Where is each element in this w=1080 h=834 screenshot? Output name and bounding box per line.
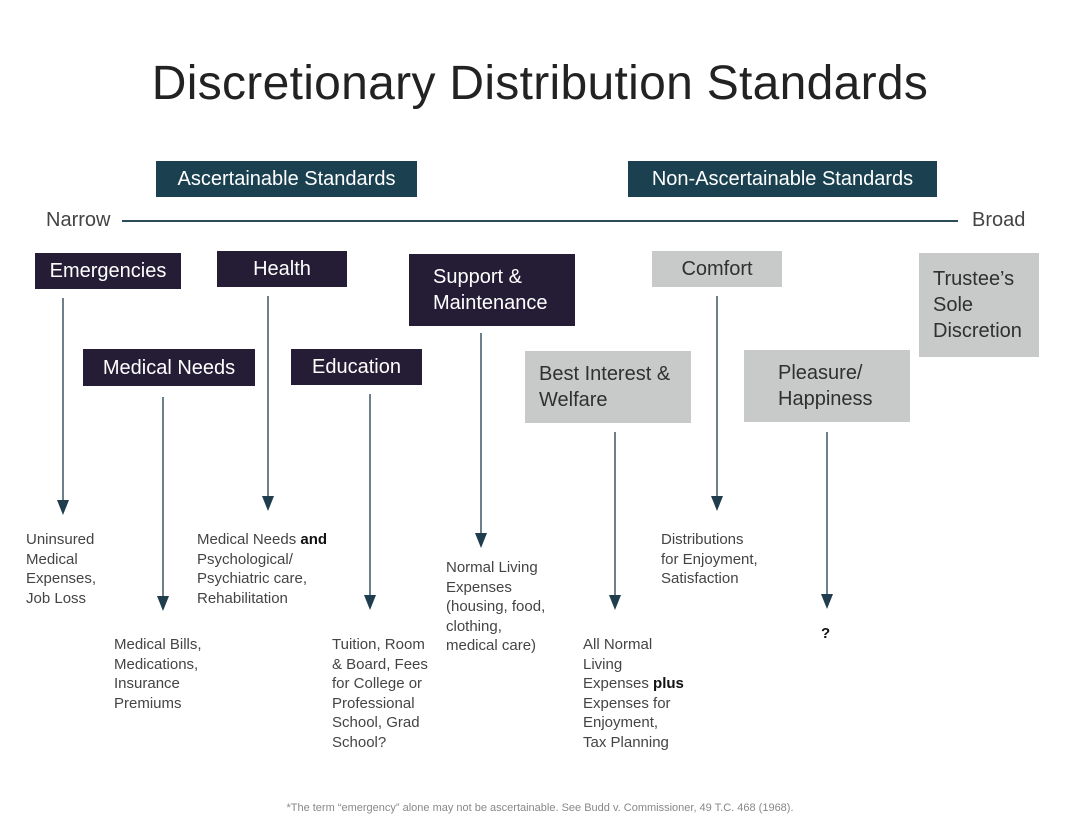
- support-maintenance-arrow: [475, 333, 487, 548]
- emergencies-box: Emergencies: [35, 253, 181, 289]
- health-box: Health: [217, 251, 347, 287]
- emergencies-description: Uninsured Medical Expenses, Job Loss: [26, 531, 97, 607]
- axis-narrow-label: Narrow: [46, 209, 111, 231]
- medical-needs-box: Medical Needs: [83, 349, 255, 386]
- education-arrow: [364, 394, 376, 610]
- support-maintenance-box: Support & Maintenance: [409, 254, 575, 326]
- diagram-title: Discretionary Distribution Standards: [151, 57, 929, 110]
- education-description: Tuition, Room & Board, Fees for College …: [332, 636, 428, 751]
- emergencies-arrow: [57, 298, 69, 515]
- education-box: Education: [291, 349, 422, 385]
- best-interest-description: All Normal Living Expenses plus Expenses…: [583, 636, 684, 751]
- footnote: *The term “emergency” alone may not be a…: [286, 802, 794, 814]
- trustees-sole-discretion-box: Trustee’s Sole Discretion: [919, 253, 1039, 357]
- best-interest-welfare-box: Best Interest & Welfare: [525, 351, 691, 423]
- pleasure-arrow: [821, 432, 833, 609]
- health-description: Medical Needs and Psychological/ Psychia…: [197, 531, 328, 607]
- pleasure-happiness-box: Pleasure/ Happiness: [744, 350, 910, 422]
- narrow-to-broad-axis: [122, 220, 958, 222]
- comfort-description: Distributions for Enjoyment, Satisfactio…: [661, 531, 758, 587]
- non-ascertainable-standards-header: Non-Ascertainable Standards: [628, 161, 937, 197]
- pleasure-description: ?: [821, 625, 831, 642]
- comfort-arrow: [711, 296, 723, 511]
- health-arrow: [262, 296, 274, 511]
- ascertainable-standards-header: Ascertainable Standards: [156, 161, 417, 197]
- comfort-box: Comfort: [652, 251, 782, 287]
- best-interest-arrow: [609, 432, 621, 610]
- medical-needs-arrow: [157, 397, 169, 611]
- medical-needs-description: Medical Bills, Medications, Insurance Pr…: [114, 636, 202, 712]
- support-maintenance-description: Normal Living Expenses (housing, food, c…: [446, 559, 546, 654]
- axis-broad-label: Broad: [972, 209, 1026, 231]
